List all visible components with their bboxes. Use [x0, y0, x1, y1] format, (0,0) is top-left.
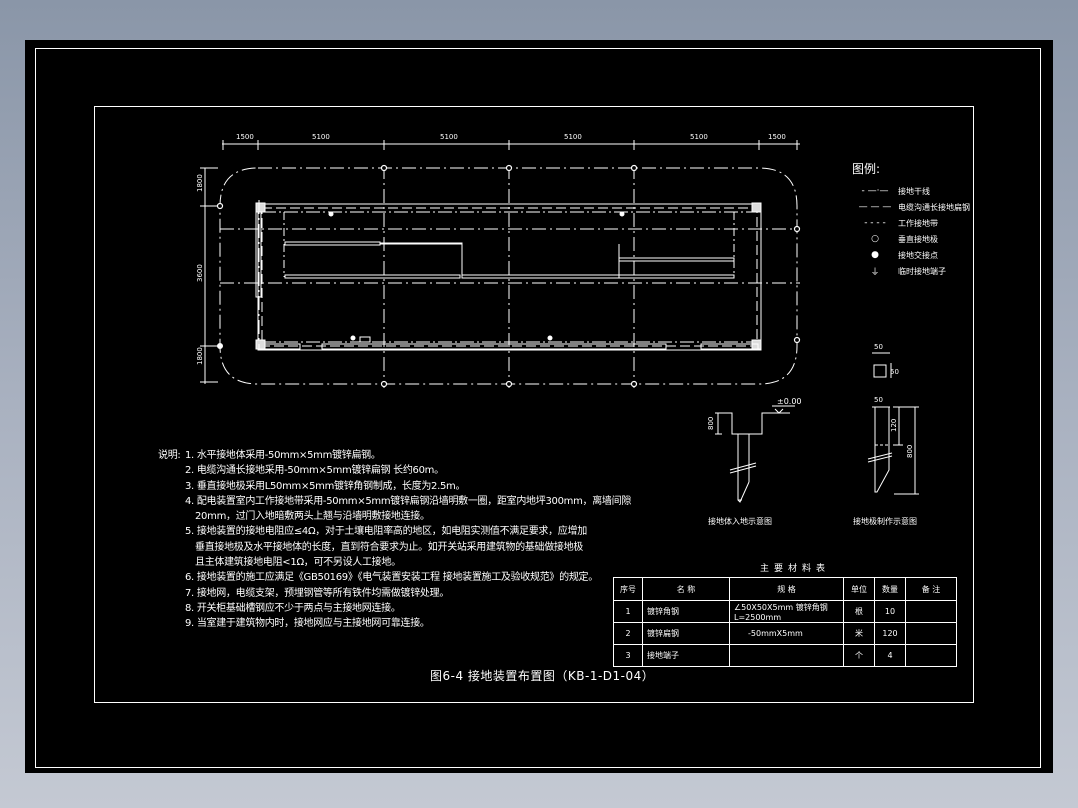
legend: 图例: - —·— 接地干线 — — — 电缆沟通长接地扁钢 - - - - 工作接地… [852, 160, 970, 279]
dim-left-2: 3600 [196, 264, 204, 282]
dim-left-3: 1800 [196, 347, 204, 365]
dim-left-1: 1800 [196, 174, 204, 192]
header-cell: 单位 [843, 577, 875, 601]
legend-item: - - - - 工作接地带 [852, 215, 970, 231]
header-cell: 序号 [613, 577, 643, 601]
header-cell: 备 注 [905, 577, 957, 601]
note-item: 5. 接地装置的接地电阻应≤4Ω，对于土壤电阻率高的地区，如电阻实测值不满足要求… [185, 526, 587, 538]
cell-index: 1 [613, 600, 643, 623]
note-item: 8. 开关柜基础槽钢应不少于两点与主接地网连接。 [185, 602, 401, 614]
legend-label: 电缆沟通长接地扁钢 [898, 202, 970, 212]
cell-qty: 4 [874, 644, 906, 667]
detail-b-dim-tip: 120 [890, 419, 898, 432]
legend-item: ● 接地交接点 [852, 247, 970, 263]
notes-heading: 说明: [158, 450, 181, 461]
legend-item: ○ 垂直接地极 [852, 231, 970, 247]
detail-b-dim-width: 50 [874, 396, 883, 404]
cell-remark [905, 622, 957, 645]
legend-label: 接地干线 [898, 186, 930, 196]
detail-b-label: 接地极制作示意图 [853, 517, 917, 526]
legend-item: ⏚ 临时接地端子 [852, 263, 970, 279]
note-item: 20mm，过门入地暗敷两头上翘与沿墙明敷接地连接。 [195, 511, 430, 523]
junction-point-icon: ● [871, 250, 879, 260]
cell-remark [905, 644, 957, 667]
legend-item: — — — 电缆沟通长接地扁钢 [852, 199, 970, 215]
ground-terminal-icon: ⏚ [870, 267, 880, 278]
cell-name: 接地端子 [642, 644, 730, 667]
cell-unit: 个 [843, 644, 875, 667]
materials-table-title: 主要材料表 [760, 564, 831, 574]
cell-unit: 根 [843, 600, 875, 623]
table-row: 3 接地端子 个 4 [613, 644, 957, 667]
legend-label: 接地交接点 [898, 250, 938, 260]
legend-item: - —·— 接地干线 [852, 183, 970, 199]
note-item: 3. 垂直接地极采用L50mm×5mm镀锌角钢制成，长度为2.5m。 [185, 480, 466, 492]
cell-name: 镀锌角钢 [642, 600, 730, 623]
cell-unit: 米 [843, 622, 875, 645]
detail-a-dim: 800 [707, 417, 715, 430]
materials-table: 序号 名 称 规 格 单位 数量 备 注 1 镀锌角钢 ∠50X50X5mm 镀… [613, 577, 957, 667]
note-item: 且主体建筑接地电阻<1Ω，可不另设人工接地。 [195, 557, 401, 569]
note-item: 垂直接地极及水平接地体的长度，直到符合要求为止。如开关站采用建筑物的基础做接地极 [195, 541, 583, 553]
table-row: 2 镀锌扁钢 -50mmX5mm 米 120 [613, 622, 957, 645]
cell-spec [729, 644, 844, 667]
detail-b-dim-top-width: 50 [874, 343, 883, 351]
note-item: 6. 接地装置的施工应满足《GB50169》《电气装置安装工程 接地装置施工及验… [185, 572, 598, 584]
note-item: 9. 当室建于建筑物内时，接地网应与主接地网可靠连接。 [185, 618, 430, 630]
cell-spec: -50mmX5mm [729, 622, 844, 645]
table-row: 1 镀锌角钢 ∠50X50X5mm 镀锌角钢 L=2500mm 根 10 [613, 600, 957, 623]
note-item: 2. 电缆沟通长接地采用-50mm×5mm镀锌扁钢 长约60m。 [185, 465, 444, 477]
detail-b-dim-top-height: 50 [890, 368, 899, 376]
detail-a-label: 接地体入地示意图 [708, 517, 772, 526]
cell-remark [905, 600, 957, 623]
legend-label: 工作接地带 [898, 218, 938, 228]
cell-qty: 120 [874, 622, 906, 645]
legend-label: 临时接地端子 [898, 266, 946, 276]
header-cell: 数量 [874, 577, 906, 601]
table-header-row: 序号 名 称 规 格 单位 数量 备 注 [613, 577, 957, 601]
notes: 说明: 1. 水平接地体采用-50mm×5mm镀锌扁钢。 2. 电缆沟通长接地采用… [158, 448, 631, 632]
header-cell: 规 格 [729, 577, 844, 601]
cell-qty: 10 [874, 600, 906, 623]
cell-index: 2 [613, 622, 643, 645]
dim-top-1: 1500 [236, 133, 254, 141]
cable-trench-line-icon: — — — [858, 202, 892, 212]
dim-top-6: 1500 [768, 133, 786, 141]
dim-top-4: 5100 [564, 133, 582, 141]
dim-top-5: 5100 [690, 133, 708, 141]
legend-title: 图例: [852, 162, 881, 176]
detail-b-dim-total: 800 [906, 445, 914, 458]
cell-name: 镀锌扁钢 [642, 622, 730, 645]
outer-border [35, 48, 1041, 768]
work-ground-strip-icon: - - - - [864, 218, 886, 228]
main-ground-line-icon: - —·— [861, 186, 889, 196]
note-item: 7. 接地网，电缆支架，预埋钢管等所有铁件均需做镀锌处理。 [185, 587, 450, 599]
drawing-caption: 图6-4 接地装置布置图（KB-1-D1-04） [430, 669, 655, 683]
dim-top-2: 5100 [312, 133, 330, 141]
dim-top-3: 5100 [440, 133, 458, 141]
legend-label: 垂直接地极 [898, 234, 938, 244]
elevation-label: ±0.00 [777, 397, 802, 406]
header-cell: 名 称 [642, 577, 730, 601]
vertical-electrode-icon: ○ [871, 234, 879, 244]
note-item: 1. 水平接地体采用-50mm×5mm镀锌扁钢。 [185, 450, 381, 461]
note-item: 4. 配电装置室内工作接地带采用-50mm×5mm镀锌扁钢沿墙明敷一圈，距室内地… [185, 495, 632, 507]
cell-index: 3 [613, 644, 643, 667]
inner-border [94, 106, 974, 703]
cell-spec: ∠50X50X5mm 镀锌角钢 L=2500mm [729, 600, 844, 623]
